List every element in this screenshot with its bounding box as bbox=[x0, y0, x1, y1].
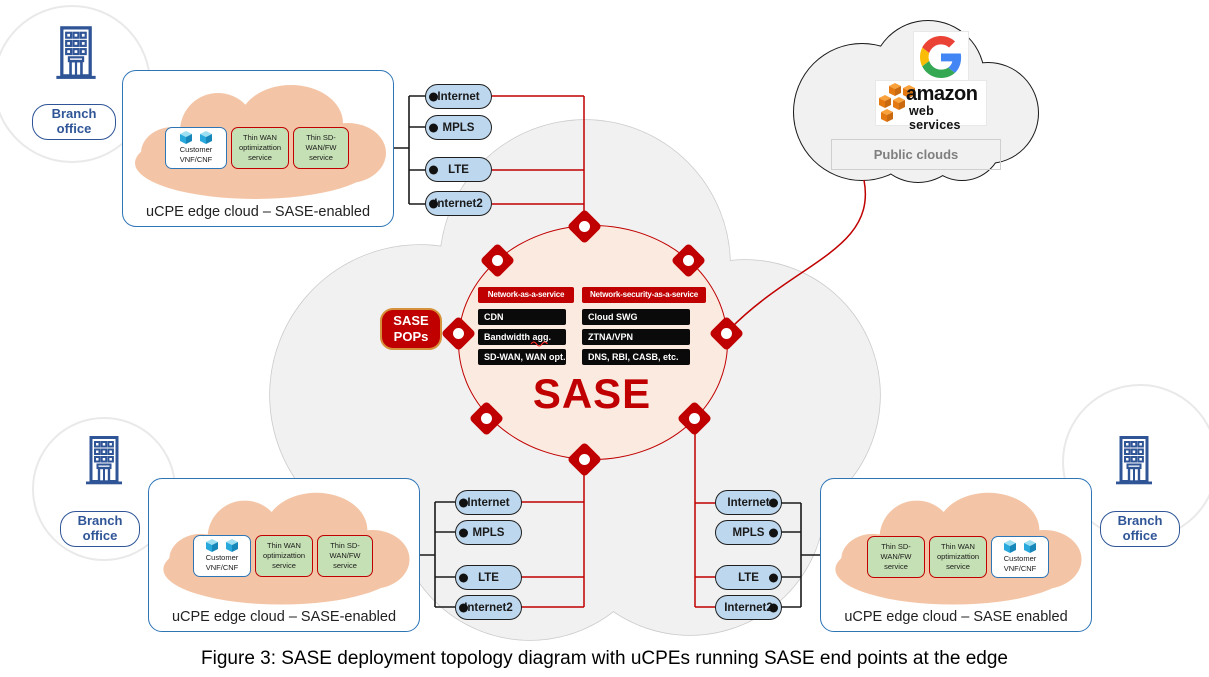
connector-dot bbox=[769, 498, 778, 507]
link-internet: Internet bbox=[715, 490, 782, 515]
building-icon bbox=[86, 436, 122, 485]
public-clouds-label: Public clouds bbox=[831, 139, 1001, 170]
sase-links bbox=[492, 95, 867, 608]
sase-pops-badge: SASE POPs bbox=[380, 308, 442, 350]
service-sdwan-fw: Thin SD-WAN/FW service bbox=[293, 127, 349, 169]
ucpe-edge-cloud-bottom-right: Thin SD-WAN/FW service Thin WAN optimiza… bbox=[820, 478, 1092, 632]
link-lte: LTE bbox=[455, 565, 522, 590]
vnf-cube-icon bbox=[206, 539, 238, 553]
nsaas-item-dns: DNS, RBI, CASB, etc. bbox=[582, 349, 690, 365]
branch-office-label-bottom-left: Branch office bbox=[60, 511, 140, 547]
naas-item-sdwan: SD-WAN, WAN opt. bbox=[478, 349, 566, 365]
vnf-cube-icon bbox=[180, 131, 212, 145]
google-logo bbox=[913, 31, 969, 83]
connector-dot bbox=[429, 92, 438, 101]
ucpe-caption: uCPE edge cloud – SASE enabled bbox=[844, 609, 1068, 625]
link-internet: Internet bbox=[425, 84, 492, 109]
link-mpls: MPLS bbox=[425, 115, 492, 140]
service-customer-vnf: Customer VNF/CNF bbox=[991, 536, 1049, 578]
connector-dot bbox=[769, 528, 778, 537]
link-internet2: Internet2 bbox=[715, 595, 782, 620]
connector-dot bbox=[429, 123, 438, 132]
connector-dot bbox=[429, 165, 438, 174]
aws-cubes-icon bbox=[879, 83, 915, 122]
building-icon bbox=[56, 26, 96, 79]
service-customer-vnf: Customer VNF/CNF bbox=[193, 535, 251, 577]
nsaas-item-swg: Cloud SWG bbox=[582, 309, 690, 325]
link-mpls: MPLS bbox=[455, 520, 522, 545]
connector-dot bbox=[459, 498, 468, 507]
naas-header: Network-as-a-service bbox=[478, 287, 574, 303]
connector-dot bbox=[769, 573, 778, 582]
ucpe-caption: uCPE edge cloud – SASE-enabled bbox=[171, 609, 397, 625]
connector-dot bbox=[459, 573, 468, 582]
branch-office-label-top-left: Branch office bbox=[32, 104, 116, 140]
service-label: Customer VNF/CNF bbox=[179, 145, 213, 164]
building-icon bbox=[1116, 436, 1152, 485]
service-sdwan-fw: Thin SD-WAN/FW service bbox=[867, 536, 925, 578]
aws-logo: amazon web services bbox=[875, 80, 987, 132]
connector-dot bbox=[769, 603, 778, 612]
link-lte: LTE bbox=[715, 565, 782, 590]
amazon-web-services-text: web services bbox=[909, 104, 961, 132]
service-customer-vnf: Customer VNF/CNF bbox=[165, 127, 227, 169]
google-g-icon bbox=[920, 36, 962, 78]
service-wan-opt: Thin WAN optimizattion service bbox=[231, 127, 289, 169]
connector-dot bbox=[429, 199, 438, 208]
naas-item-cdn: CDN bbox=[478, 309, 566, 325]
nsaas-item-ztna: ZTNA/VPN bbox=[582, 329, 690, 345]
link-internet2: Internet2 bbox=[455, 595, 522, 620]
service-wan-opt: Thin WAN optimizattion service bbox=[929, 536, 987, 578]
naas-item-bandwidth: Bandwidth agg. bbox=[478, 329, 566, 345]
ucpe-edge-cloud-top-left: Customer VNF/CNF Thin WAN optimizattion … bbox=[122, 70, 394, 227]
service-sdwan-fw: Thin SD-WAN/FW service bbox=[317, 535, 373, 577]
spellcheck-squiggle bbox=[530, 341, 548, 347]
amazon-wordmark: amazon bbox=[906, 83, 978, 105]
connector-dot bbox=[459, 528, 468, 537]
sase-title: SASE bbox=[532, 370, 652, 417]
vnf-cube-icon bbox=[1004, 540, 1036, 554]
cube bbox=[879, 83, 915, 122]
service-label: Customer VNF/CNF bbox=[1003, 554, 1037, 573]
ucpe-caption: uCPE edge cloud – SASE-enabled bbox=[145, 204, 371, 220]
figure-caption: Figure 3: SASE deployment topology diagr… bbox=[201, 648, 1008, 669]
connector-dot bbox=[459, 603, 468, 612]
public-cloud-link bbox=[728, 179, 867, 331]
service-wan-opt: Thin WAN optimizattion service bbox=[255, 535, 313, 577]
access-lines bbox=[392, 95, 820, 608]
ucpe-edge-cloud-bottom-left: Customer VNF/CNF Thin WAN optimizattion … bbox=[148, 478, 420, 632]
link-lte: LTE bbox=[425, 157, 492, 182]
branch-office-label-bottom-right: Branch office bbox=[1100, 511, 1180, 547]
link-internet2: Internet2 bbox=[425, 191, 492, 216]
link-mpls: MPLS bbox=[715, 520, 782, 545]
nsaas-header: Network-security-as-a-service bbox=[582, 287, 706, 303]
link-internet: Internet bbox=[455, 490, 522, 515]
service-label: Customer VNF/CNF bbox=[205, 553, 239, 572]
